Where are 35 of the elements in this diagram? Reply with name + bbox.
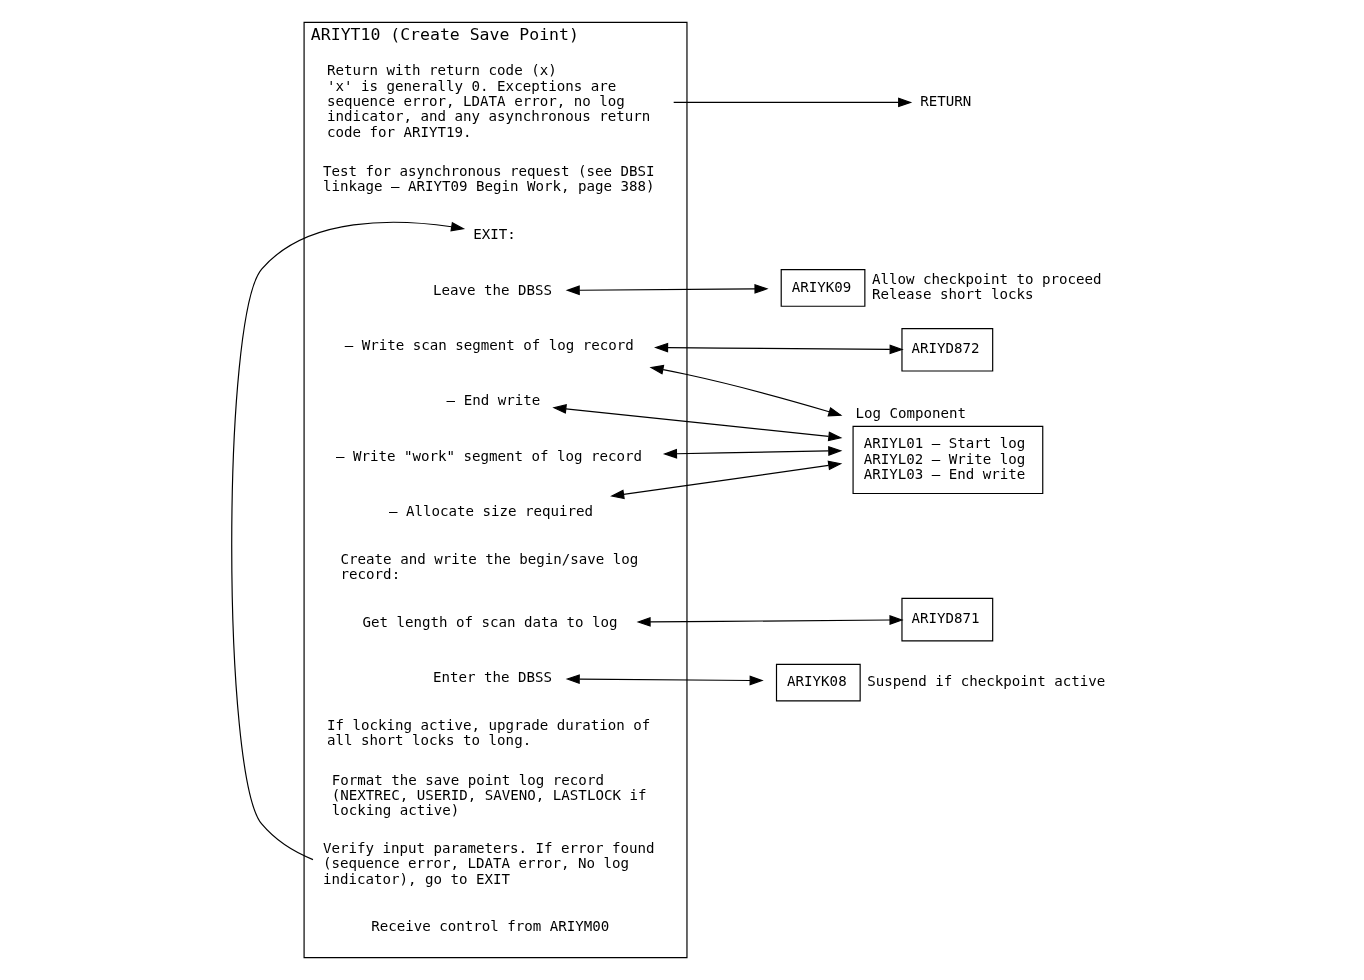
arrow [654,342,904,355]
node-text: – Write scan segment of log record [344,336,634,353]
arrow [565,674,764,686]
arrow [636,615,904,627]
node-text: Format the save point log record (NEXTREC, USERID, SAVENO, LASTLOCK if locking active) [331,771,647,819]
arrow [673,97,913,108]
node-text: Test for asynchronous request (see DBSI linkage – ARIYT09 Begin Work, page 388) [322,163,655,195]
node-box: ARIYK08 [775,663,861,702]
node-box: ARIYD871 [901,597,994,642]
node-text: Return with return code (x) 'x' is generally 0. Exceptions are sequence error, LDATA error, no log indicator, and any asynchronous return code for ARIYT19. [327,62,651,140]
node-text: Verify input parameters. If error found (sequence error, LDATA error, No log indicator), go to EXIT [322,839,655,887]
node-text: Get length of scan data to log [362,613,618,630]
node-text: – Write "work" segment of log record [335,447,643,464]
node-text: Enter the DBSS [433,669,553,686]
arrow [610,460,843,500]
node-text: – Allocate size required [388,503,594,520]
node-box: ARIYL01 – Start log ARIYL02 – Write log ARIYL03 – End write [852,425,1044,495]
arrow [231,221,466,861]
node-text: – End write [446,392,541,409]
node-text: RETURN [920,93,972,110]
node-text: Leave the DBSS [433,281,553,298]
node-label: Log Component [855,404,966,421]
node-box: ARIYK09 [780,269,866,307]
node-text: If locking active, upgrade duration of all short locks to long. [327,716,651,749]
node-text: Create and write the begin/save log record: [340,550,639,583]
node-label: Suspend if checkpoint active [867,673,1106,690]
arrow [649,364,843,417]
node-box: ARIYD872 [901,328,994,372]
arrow [552,404,843,442]
node-label: Release short locks [871,286,1034,303]
node-text: EXIT: [473,226,516,243]
node-label: Allow checkpoint to proceed [871,270,1102,287]
arrow [662,445,843,459]
arrow [565,283,769,296]
node-text: Receive control from ARIYM00 [371,917,610,934]
